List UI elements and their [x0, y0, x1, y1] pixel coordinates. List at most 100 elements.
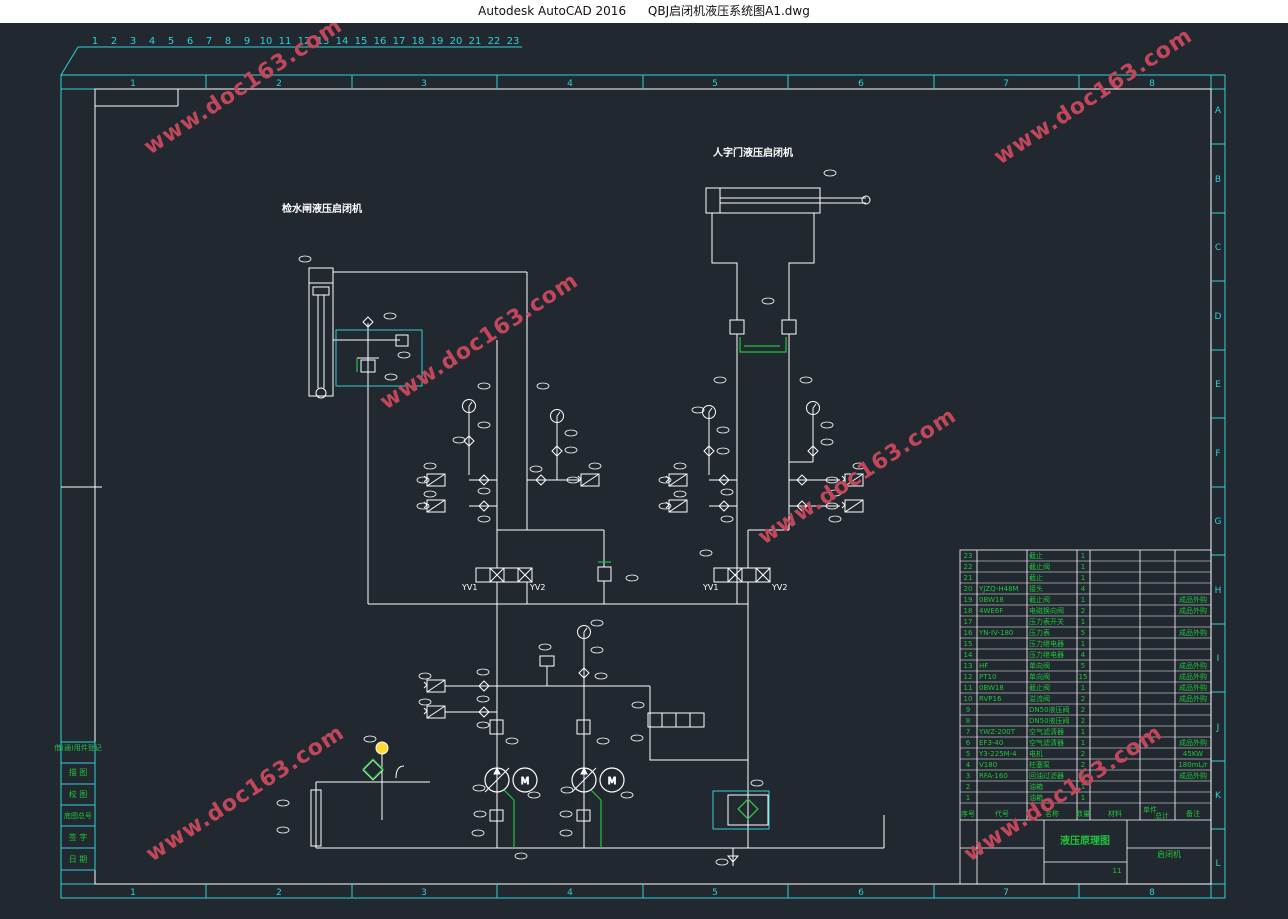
bom-cell-qty: 1 — [1081, 596, 1085, 604]
bom-cell-no: 18 — [964, 607, 973, 615]
stamp-label: 底图总号 — [64, 811, 92, 820]
bom-cell-no: 10 — [964, 695, 973, 703]
bom-cell-no: 9 — [966, 706, 970, 714]
zone-row-label: D — [1215, 312, 1222, 322]
ruler-tick-label: 6 — [187, 36, 193, 47]
zone-col-label: 1 — [130, 79, 136, 89]
zone-row-label: C — [1215, 243, 1221, 253]
bom-cell-code: YJZQ-H48M — [978, 585, 1019, 593]
bom-cell-note: 成品外购 — [1179, 683, 1207, 692]
zone-col-label: 7 — [1003, 888, 1009, 898]
bom-cell-qty: 15 — [1079, 673, 1088, 681]
bom-cell-no: 4 — [966, 761, 971, 769]
zone-col-label: 4 — [567, 888, 573, 898]
ruler-tick-label: 23 — [507, 36, 520, 47]
bom-cell-qty: 1 — [1081, 640, 1085, 648]
bom-cell-name: 柱塞泵 — [1029, 760, 1050, 769]
bom-header: 序号 — [961, 809, 975, 818]
ruler-tick-label: 13 — [317, 36, 330, 47]
bom-cell-qty: 2 — [1081, 695, 1085, 703]
bom-cell-no: 2 — [966, 783, 970, 791]
ruler-tick-label: 1 — [92, 36, 98, 47]
zone-col-label: 6 — [858, 888, 864, 898]
right-circuit — [630, 169, 871, 866]
ruler-tick-label: 21 — [469, 36, 482, 47]
zone-col-label: 3 — [421, 79, 427, 89]
bom-cell-no: 3 — [966, 772, 970, 780]
bom-cell-qty: 1 — [1081, 728, 1085, 736]
bom-header: 单件 — [1143, 805, 1157, 814]
stamp-label: 签 字 — [69, 832, 88, 842]
ruler-tick-label: 4 — [149, 36, 155, 47]
drawing-frame — [60, 46, 1226, 899]
bom-cell-code: V180 — [979, 761, 997, 769]
zone-row-label: B — [1215, 175, 1221, 185]
stamp-label: 借(通)用件登记 — [54, 743, 101, 752]
left-circuit — [276, 255, 885, 860]
bom-cell-qty: 1 — [1081, 739, 1085, 747]
stamp-label: 日 期 — [69, 855, 88, 864]
bom-cell-qty: 1 — [1081, 618, 1085, 626]
bom-cell-code: EF3-40 — [979, 739, 1003, 747]
bom-cell-qty: 1 — [1081, 794, 1085, 802]
ruler-tick-label: 12 — [298, 36, 311, 47]
bom-cell-no: 7 — [966, 728, 970, 736]
cad-drawing[interactable]: M 1 2 3 4 5 6 7 8 9 10 11 12 13 14 15 16 — [0, 23, 1288, 919]
bom-cell-qty: 4 — [1081, 651, 1086, 659]
relief-valve-frame — [335, 329, 423, 387]
stamp-label: 描 图 — [69, 767, 88, 777]
bom-cell-name: DN50液压阀 — [1029, 716, 1070, 725]
side-stamp-table: 借(通)用件登记 描 图 校 图 底图总号 签 字 日 期 — [54, 741, 102, 871]
bom-header: 总计 — [1155, 811, 1169, 820]
bom-cell-name: 截止阀 — [1029, 595, 1050, 604]
bom-cell-no: 5 — [966, 750, 970, 758]
bom-cell-no: 17 — [964, 618, 973, 626]
bom-cell-no: 19 — [964, 596, 973, 604]
left-system-title: 检水闸液压启闭机 — [282, 202, 362, 215]
bom-cell-code: YN-IV-180 — [978, 629, 1013, 637]
zone-col-label: 2 — [276, 888, 282, 898]
right-system-title: 人字门液压启闭机 — [713, 146, 793, 159]
bom-cell-name: 截止阀 — [1029, 562, 1050, 571]
ruler-tick-label: 17 — [393, 36, 406, 47]
bom-cell-name: 截止 — [1029, 551, 1043, 560]
bom-cell-qty: 2 — [1081, 706, 1085, 714]
return-filter-frame — [712, 790, 770, 830]
zone-col-label: 1 — [130, 888, 136, 898]
bom-cell-qty: 1 — [1081, 552, 1085, 560]
drawing-unit: 启闭机 — [1157, 849, 1181, 859]
bom-cell-name: 压力继电器 — [1029, 650, 1064, 659]
ruler-tick-label: 7 — [206, 36, 212, 47]
valve-label: YV1 — [461, 583, 477, 592]
zone-col-label: 4 — [567, 79, 573, 89]
bom-cell-no: 6 — [966, 739, 971, 747]
ruler-tick-label: 20 — [450, 36, 463, 47]
left-green-lines — [356, 358, 611, 848]
bom-cell-name: 压力表 — [1029, 628, 1050, 637]
ruler-tick-label: 10 — [260, 36, 273, 47]
bom-cell-no: 21 — [964, 574, 973, 582]
bom-cell-name: 油箱 — [1029, 782, 1043, 791]
app-name: Autodesk AutoCAD 2016 — [478, 4, 627, 18]
zone-col-label: 5 — [712, 79, 718, 89]
bom-cell-name: 电磁换向阀 — [1029, 606, 1064, 615]
bom-cell-name: DN50液压阀 — [1029, 705, 1070, 714]
zone-col-label: 5 — [712, 888, 718, 898]
bom-cell-qty: 1 — [1081, 563, 1085, 571]
bom-cell-qty: 1 — [1081, 783, 1085, 791]
bom-cell-qty: 2 — [1081, 761, 1085, 769]
bom-cell-no: 16 — [964, 629, 973, 637]
bom-cell-code: 0BW18 — [979, 684, 1004, 692]
bom-cell-note: 成品外购 — [1179, 661, 1207, 670]
drawing-canvas[interactable]: M 1 2 3 4 5 6 7 8 9 10 11 12 13 14 15 16 — [0, 23, 1288, 919]
zone-row-label: I — [1217, 654, 1220, 664]
bom-cell-name: 单向阀 — [1029, 661, 1050, 670]
ruler-tick-label: 14 — [336, 36, 349, 47]
sheet-number: 11 — [1113, 867, 1122, 875]
zone-row-label: G — [1215, 517, 1222, 527]
bom-cell-qty: 1 — [1081, 772, 1085, 780]
window-titlebar: Autodesk AutoCAD 2016 QBJ启闭机液压系统图A1.dwg — [0, 0, 1288, 23]
zone-col-label: 8 — [1149, 79, 1155, 89]
bom-cell-qty: 2 — [1081, 750, 1085, 758]
